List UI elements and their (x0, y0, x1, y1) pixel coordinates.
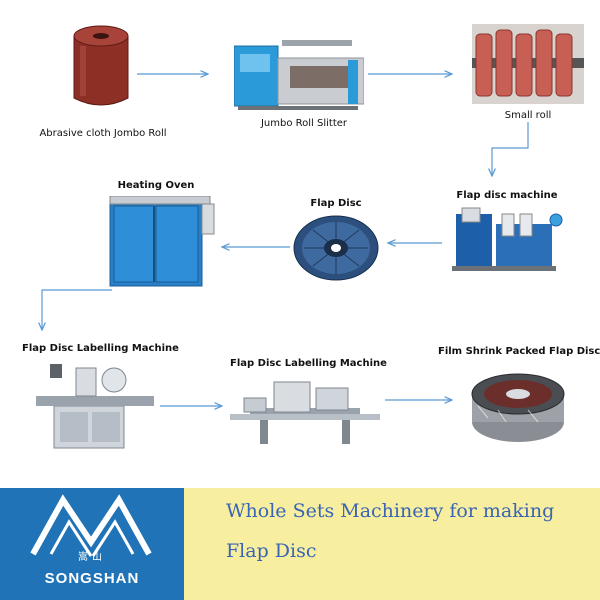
brand-chinese-name: 嵩山 (78, 552, 106, 563)
tagline-line-1: Whole Sets Machinery for making (226, 500, 555, 522)
flap-disc-image (293, 215, 379, 281)
small-roll-image (472, 24, 584, 104)
arrow-oven-to-labeller1 (42, 289, 112, 330)
small-roll-label: Small roll (504, 110, 552, 121)
flap-disc-machine-image (452, 207, 563, 271)
jumbo-slitter-label: Jumbo Roll Slitter (260, 118, 348, 129)
labelling-machine-2-image (230, 381, 380, 444)
jumbo-slitter-image (234, 40, 364, 110)
abrasive-roll-label: Abrasive cloth Jombo Roll (39, 128, 167, 139)
tagline-line-2: Flap Disc (226, 540, 317, 562)
arrow-smallroll-to-flapmachine (492, 122, 529, 176)
tagline-banner (184, 488, 600, 600)
mountain-logo-icon (30, 494, 152, 557)
flow-arrows (0, 0, 529, 488)
flap-disc-label: Flap Disc (310, 198, 362, 209)
labelling-machine-1-image (36, 364, 154, 449)
heating-oven-label: Heating Oven (117, 180, 195, 191)
shrink-packed-image (471, 373, 565, 442)
heating-oven-image (109, 196, 215, 287)
abrasive-roll-image (73, 25, 129, 106)
labelling-machine-2-label: Flap Disc Labelling Machine (230, 358, 387, 369)
shrink-packed-label: Film Shrink Packed Flap Disc (438, 346, 600, 357)
flap-disc-machine-label: Flap disc machine (456, 190, 558, 201)
brand-name: SONGSHAN (44, 570, 140, 587)
labelling-machine-1-label: Flap Disc Labelling Machine (22, 343, 179, 354)
